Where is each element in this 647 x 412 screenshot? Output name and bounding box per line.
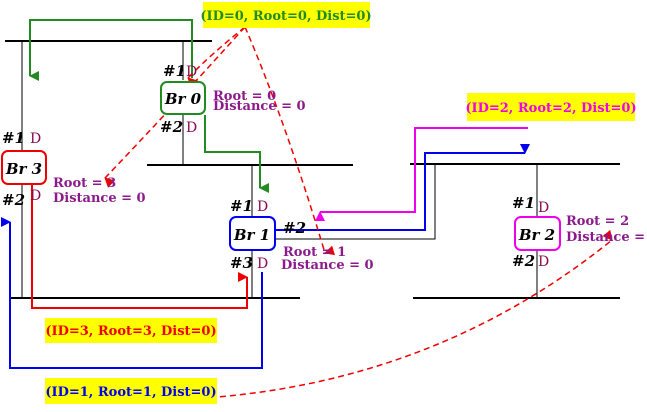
bridge-br0: Br 0 xyxy=(160,81,206,115)
dashed-arrow-msg0-to-br3 xyxy=(104,26,246,188)
flow-arrow-blue-br1-to-br3 xyxy=(1,217,263,369)
message-text: (ID=0, Root=0, Dist=0) xyxy=(200,9,371,24)
br0-port-1-state: D xyxy=(186,64,197,80)
br1-port-1-state: D xyxy=(257,199,268,215)
bridge-br2: Br 2 xyxy=(514,216,561,251)
br2-root-info: Root = 2 xyxy=(566,214,629,229)
br1-port-3-state: D xyxy=(257,256,268,272)
br3-port-2-state: D xyxy=(30,188,41,204)
flow-arrow-magenta-br2-to-br1 xyxy=(315,127,528,221)
br2-port-2-number: #2 xyxy=(512,252,535,270)
br1-port-2-number: #2 xyxy=(283,219,306,237)
message-msg0: (ID=0, Root=0, Dist=0) xyxy=(200,2,372,28)
bridge-box xyxy=(514,216,561,251)
br1-root-info: Root = 1 xyxy=(283,245,346,260)
message-background xyxy=(45,378,217,404)
flow-arrow-green-br0-to-br3 xyxy=(29,19,193,81)
dashed-arrow-msg1-to-br2 xyxy=(159,229,613,401)
flow-arrow-blue-br1-to-right-lan xyxy=(276,144,530,231)
flow-arrow-green-br0-to-br1 xyxy=(204,115,269,193)
message-text: (ID=2, Root=2, Dist=0) xyxy=(465,101,636,116)
br3-root-info: Root = 3 xyxy=(53,176,116,191)
message-background xyxy=(467,93,635,121)
br0-port-2-number: #2 xyxy=(160,118,183,136)
flow-arrow-red-br3-to-br1 xyxy=(31,185,248,309)
br1-port-3-number: #3 xyxy=(230,254,253,272)
br0-root-info: Root = 0 xyxy=(213,89,276,104)
message-background xyxy=(203,2,370,28)
br0-port-1-number: #1 xyxy=(163,62,186,80)
br0-port-2-state: D xyxy=(186,120,197,136)
message-msg2: (ID=2, Root=2, Dist=0) xyxy=(465,93,637,121)
bridge-br1: Br 1 xyxy=(229,216,276,251)
br2-port-1-number: #1 xyxy=(512,194,535,212)
message-text: (ID=1, Root=1, Dist=0) xyxy=(45,385,216,400)
bridge-name: Br 2 xyxy=(518,226,555,244)
message-msg3: (ID=3, Root=3, Dist=0) xyxy=(45,318,217,343)
bridge-br3: Br 3 xyxy=(1,150,47,185)
link-br1-right xyxy=(275,164,436,240)
dashed-arrow-msg0-to-br1 xyxy=(244,26,336,256)
bridge-name: Br 1 xyxy=(233,226,270,244)
br1-port-1-number: #1 xyxy=(230,197,253,215)
bridge-name: Br 0 xyxy=(164,90,202,108)
bridge-name: Br 3 xyxy=(5,160,42,178)
br0-distance-info: Distance = 0 xyxy=(213,99,306,114)
br2-port-2-state: D xyxy=(538,254,549,270)
bridge-box xyxy=(1,150,47,185)
bridge-box xyxy=(160,81,206,115)
br3-port-1-state: D xyxy=(30,131,41,147)
br2-distance-info: Distance = 0 xyxy=(566,230,647,245)
message-msg1: (ID=1, Root=1, Dist=0) xyxy=(45,378,217,404)
dashed-arrow-msg0-to-br0 xyxy=(187,26,246,88)
br3-distance-info: Distance = 0 xyxy=(53,191,146,206)
br3-port-1-number: #1 xyxy=(2,129,25,147)
bridge-box xyxy=(229,216,276,251)
br2-port-1-state: D xyxy=(538,200,549,216)
message-background xyxy=(45,318,217,343)
br1-distance-info: Distance = 0 xyxy=(281,258,374,273)
br3-port-2-number: #2 xyxy=(2,191,25,209)
message-text: (ID=3, Root=3, Dist=0) xyxy=(45,324,216,339)
